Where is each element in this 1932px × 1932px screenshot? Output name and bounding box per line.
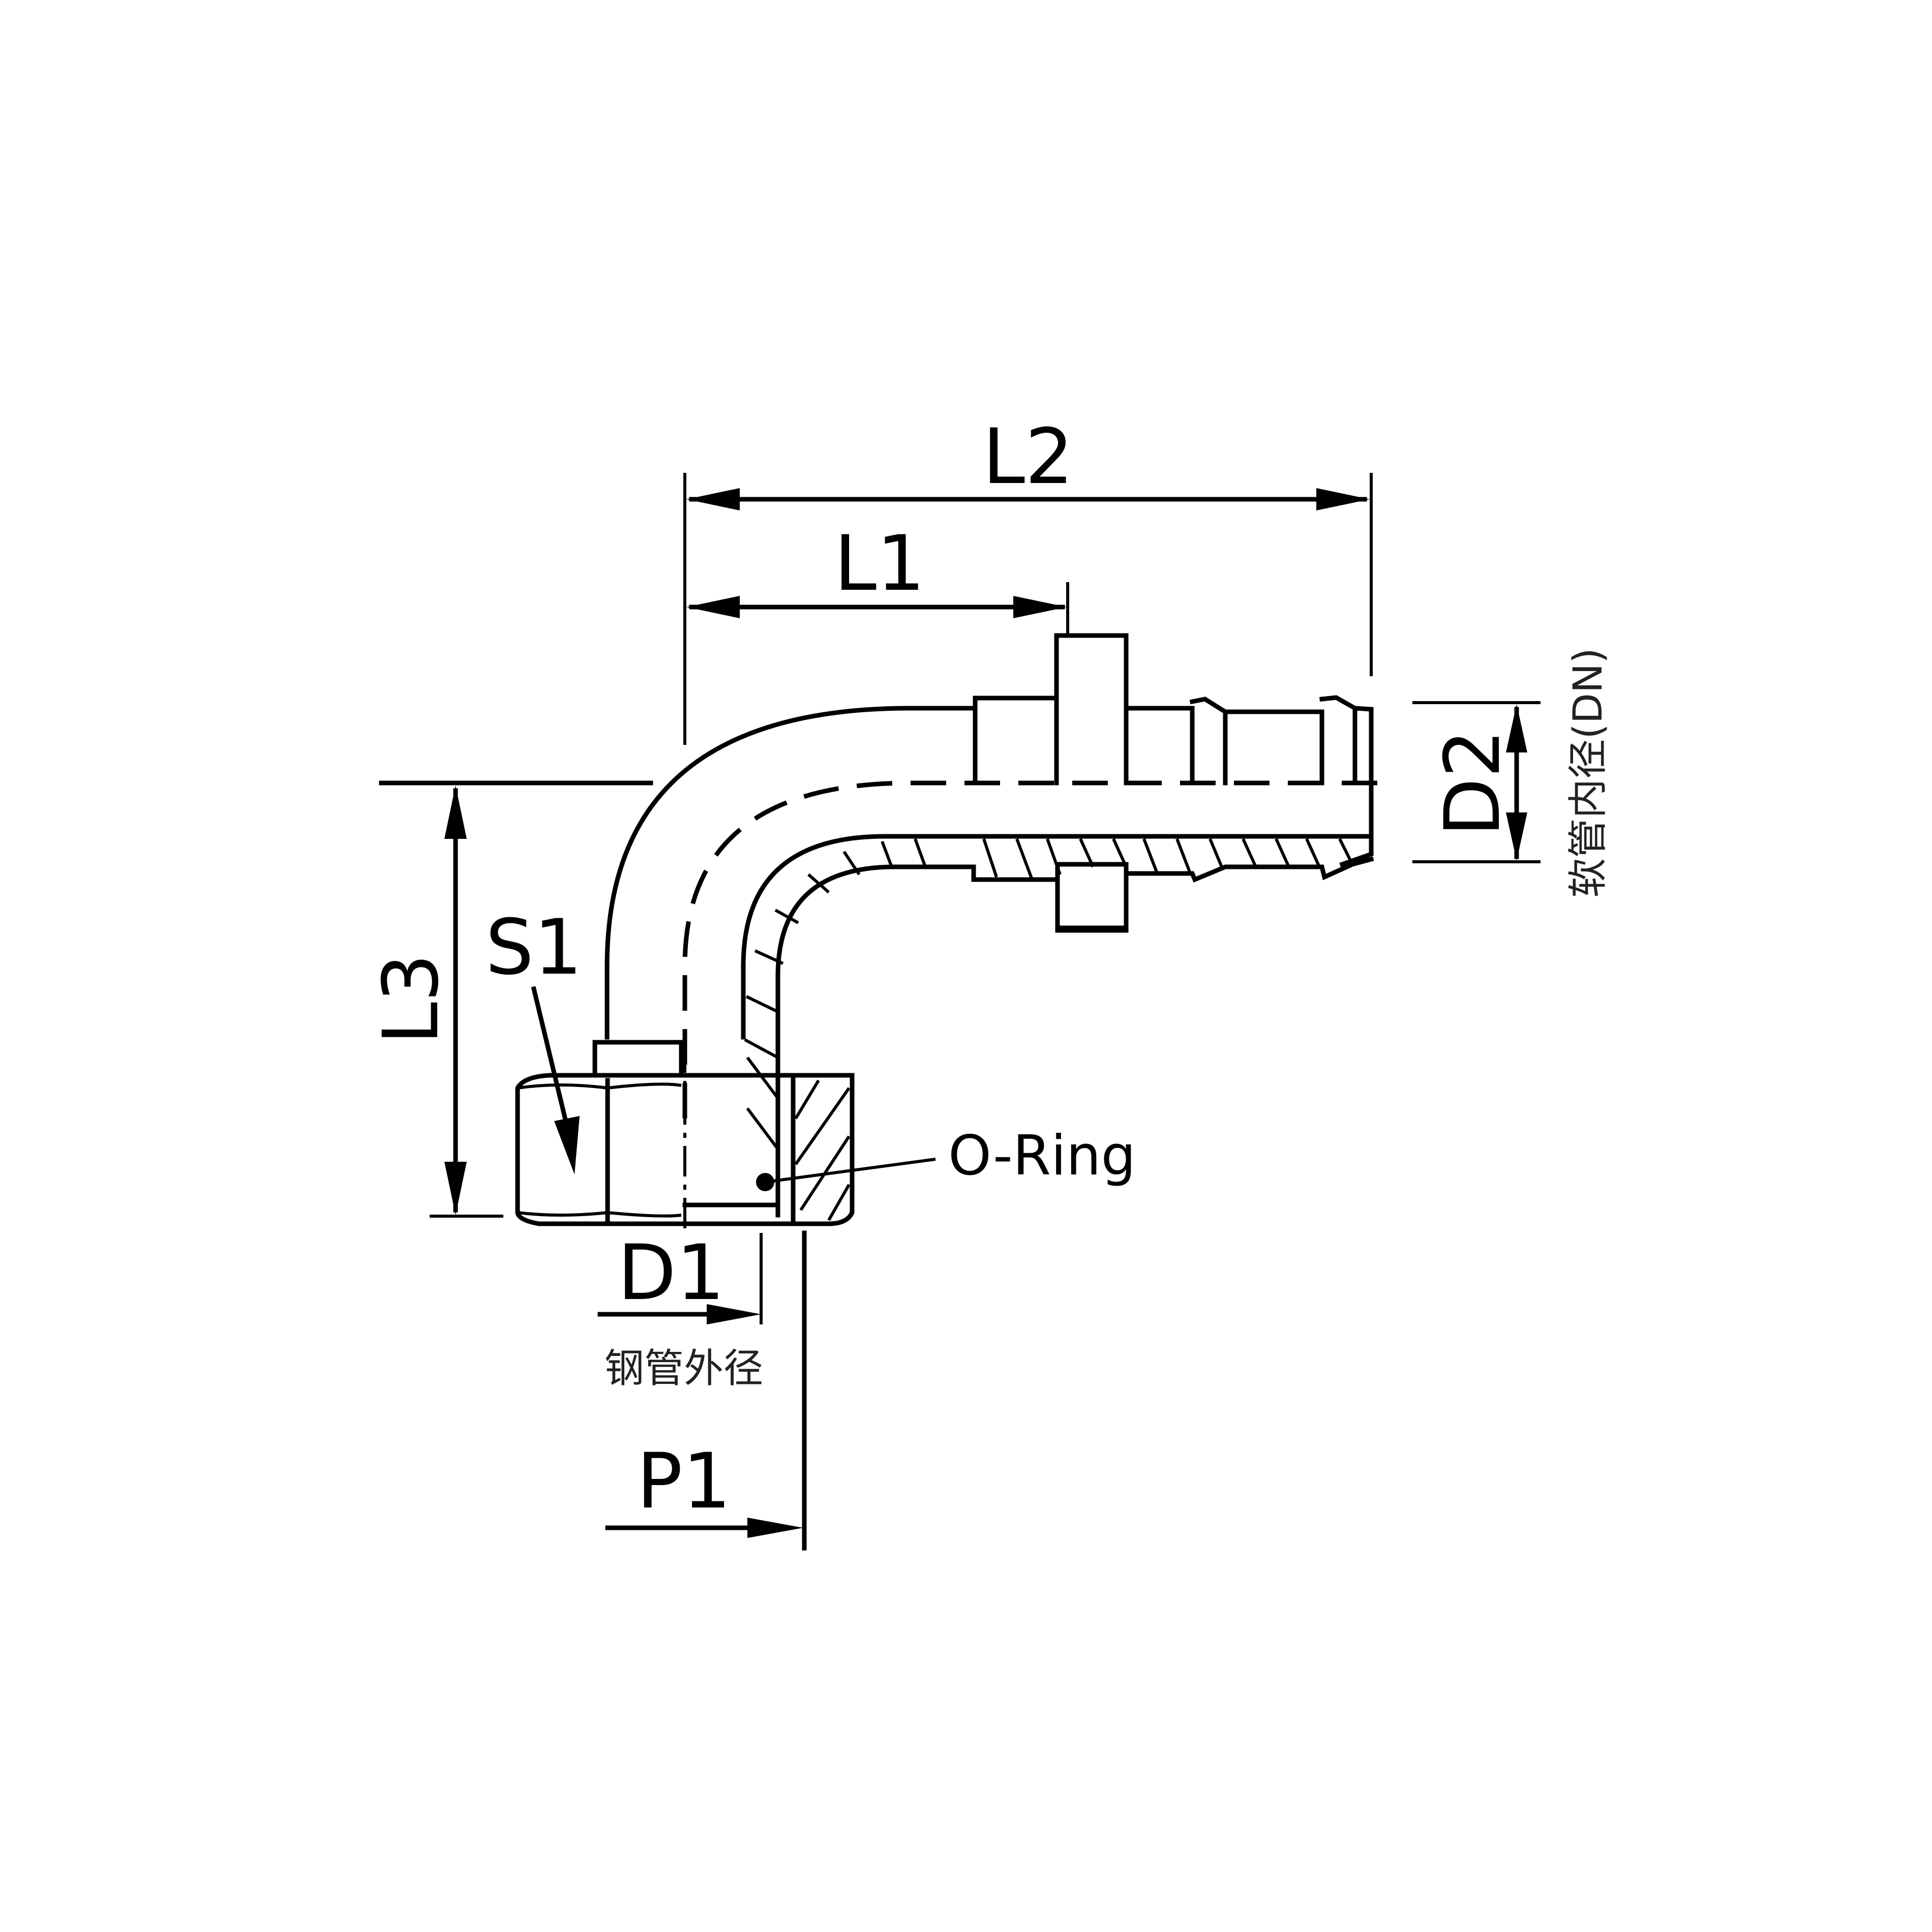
p1-label: P1: [637, 1437, 731, 1526]
swivel-nut: [515, 1042, 855, 1235]
arrow-right-icon: [747, 1518, 803, 1538]
arrow-up-icon: [444, 786, 467, 839]
d2-caption: 软管内径(DN): [1565, 648, 1611, 897]
arrow-right-icon: [707, 1304, 761, 1324]
d2-label: D2: [1429, 730, 1517, 837]
nut-hatching: [746, 1056, 851, 1221]
arrow-left-icon: [686, 488, 740, 510]
arrow-up-icon: [1506, 704, 1527, 752]
l3-dimension: L3: [367, 781, 651, 1218]
o-ring-callout: O-Ring: [765, 1124, 1136, 1188]
l2-label: L2: [982, 413, 1073, 501]
section-hatching: [744, 838, 1354, 1059]
d2-dimension: D2 软管内径(DN): [1412, 648, 1611, 898]
o-ring-label: O-Ring: [948, 1124, 1136, 1188]
l3-label: L3: [367, 953, 456, 1044]
arrow-down-icon: [1506, 812, 1527, 861]
arrow-down-icon: [554, 1116, 580, 1174]
s1-label: S1: [486, 903, 583, 992]
l1-label: L1: [834, 520, 925, 608]
crimp-lug: [1055, 862, 1129, 930]
centerline: [682, 780, 1393, 1119]
d1-caption: 钢管外径: [605, 1346, 763, 1392]
fitting-body: [379, 633, 1393, 1119]
collar: [592, 1040, 684, 1078]
l1-dimension: L1: [686, 520, 1069, 636]
arrow-right-icon: [1316, 488, 1370, 510]
d1-label: D1: [618, 1229, 725, 1317]
arrow-right-icon: [1013, 596, 1067, 618]
s1-callout: S1: [486, 903, 583, 1174]
d1-dimension: D1 钢管外径: [597, 1229, 763, 1392]
arrow-down-icon: [444, 1162, 467, 1215]
l2-dimension: L2: [683, 413, 1373, 745]
arrow-left-icon: [686, 596, 740, 618]
p1-dimension: P1: [605, 1230, 807, 1551]
